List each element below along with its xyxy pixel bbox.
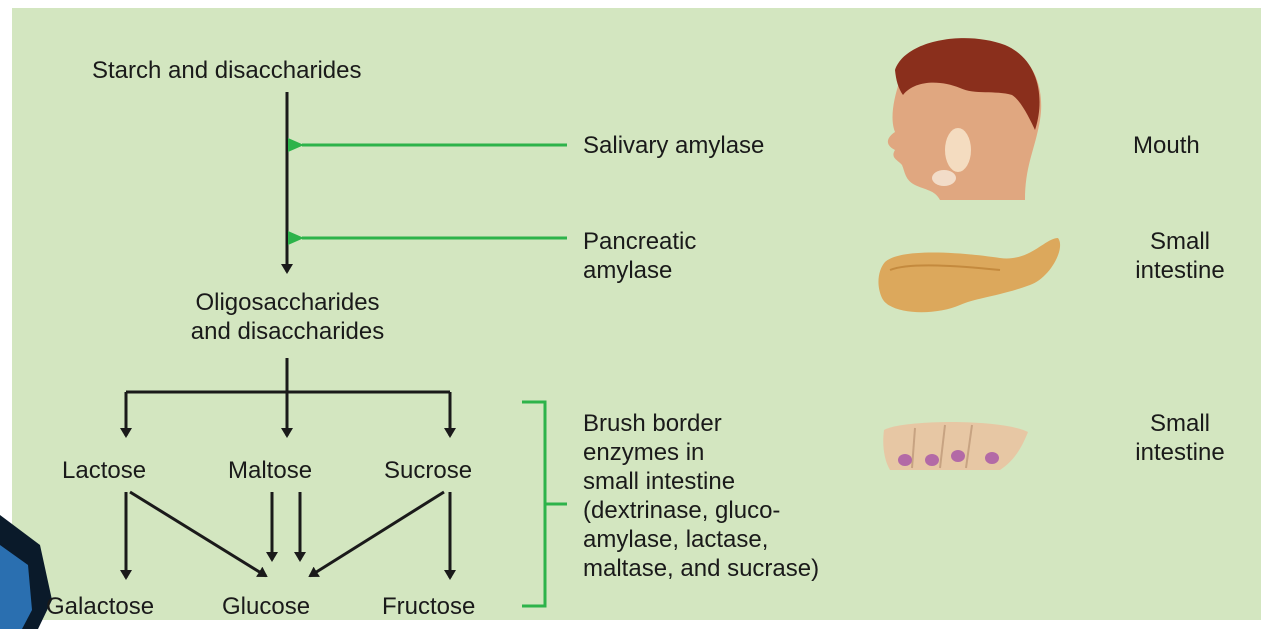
galactose-label: Galactose bbox=[46, 592, 154, 621]
mouth-location-label: Mouth bbox=[1133, 131, 1200, 160]
pancreatic-amylase-label: Pancreatic amylase bbox=[583, 227, 696, 285]
maltose-label: Maltose bbox=[228, 456, 312, 485]
oligosaccharides-label: Oligosaccharides and disaccharides bbox=[145, 288, 430, 346]
small-intestine-location-label-2: Small intestine bbox=[1114, 409, 1246, 467]
salivary-amylase-label: Salivary amylase bbox=[583, 131, 764, 160]
intestinal-cells-illustration-icon bbox=[883, 422, 1028, 470]
sucrose-label: Sucrose bbox=[384, 456, 472, 485]
head-illustration-icon bbox=[888, 38, 1041, 200]
fructose-label: Fructose bbox=[382, 592, 475, 621]
lactose-label: Lactose bbox=[62, 456, 146, 485]
pancreas-illustration-icon bbox=[878, 238, 1060, 312]
small-intestine-location-label: Small intestine bbox=[1114, 227, 1246, 285]
brush-border-enzymes-label: Brush border enzymes in small intestine … bbox=[583, 409, 819, 583]
starch-label: Starch and disaccharides bbox=[92, 56, 361, 85]
glucose-label: Glucose bbox=[222, 592, 310, 621]
